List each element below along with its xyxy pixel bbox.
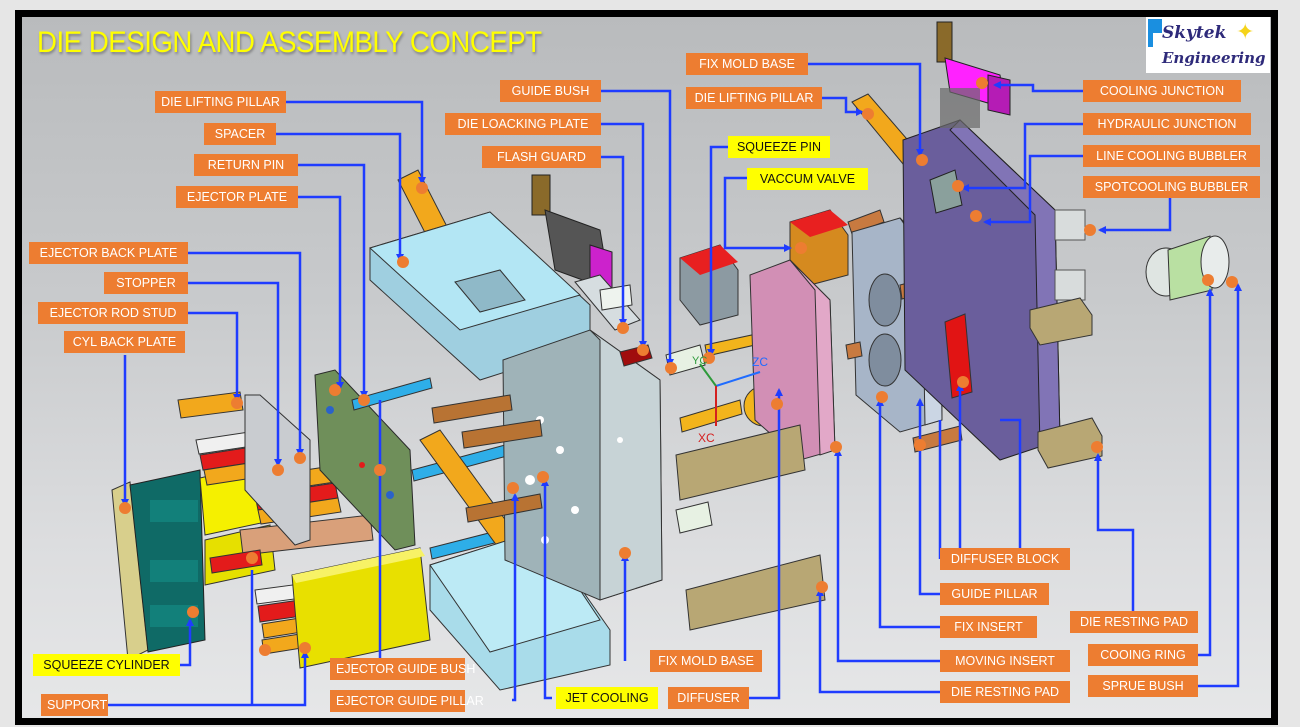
logo-mark-stem — [1148, 19, 1153, 47]
star-icon: ✦ — [1236, 19, 1255, 44]
label-die-loacking-plate: DIE LOACKING PLATE — [445, 113, 601, 135]
label-squeeze-pin: SQUEEZE PIN — [728, 136, 830, 158]
diffuser-block-part — [675, 424, 826, 631]
label-guide-pillar: GUIDE PILLAR — [940, 583, 1049, 605]
label-ejector-back-plate: EJECTOR BACK PLATE — [29, 242, 188, 264]
logo-line1: Skytek — [1162, 23, 1227, 43]
label-ejector-rod-stud: EJECTOR ROD STUD — [38, 302, 188, 324]
die-resting-pads-right — [1029, 297, 1103, 469]
axis-x-label: XC — [698, 431, 715, 445]
logo-line2: Engineering — [1162, 49, 1266, 67]
label-spotcooling-bubbler: SPOTCOOLING BUBBLER — [1083, 176, 1260, 198]
label-cooling-junction: COOLING JUNCTION — [1083, 80, 1241, 102]
label-sprue-bush: SPRUE BUSH — [1088, 675, 1198, 697]
label-die-resting-pad-right: DIE RESTING PAD — [1070, 611, 1198, 633]
skytek-logo: Skytek ✦ Engineering — [1146, 17, 1270, 73]
label-support: SUPPORT — [41, 694, 108, 716]
label-cyl-back-plate: CYL BACK PLATE — [64, 331, 185, 353]
sprue-bush-part — [1145, 235, 1230, 301]
ejector-plate-part — [314, 369, 416, 551]
label-flash-guard: FLASH GUARD — [482, 146, 601, 168]
label-spacer: SPACER — [204, 123, 276, 145]
label-fix-mold-base-top: FIX MOLD BASE — [686, 53, 808, 75]
callout-dots — [119, 77, 1238, 656]
label-stopper: STOPPER — [104, 272, 188, 294]
squeeze-cylinder-part — [129, 469, 206, 653]
cooling-junction-left-part — [531, 174, 613, 291]
label-cooing-ring: COOING RING — [1088, 644, 1198, 666]
axis-triad — [699, 363, 761, 426]
cooling-junction-part — [936, 21, 1011, 128]
label-ejector-plate: EJECTOR PLATE — [176, 186, 298, 208]
label-die-resting-pad-bottom: DIE RESTING PAD — [940, 681, 1070, 703]
label-diffuser-block: DIFFUSER BLOCK — [940, 548, 1070, 570]
diagram-canvas: XC YC ZC — [22, 17, 1271, 718]
label-hydraulic-junction: HYDRAULIC JUNCTION — [1083, 113, 1251, 135]
label-die-lifting-pillar-left: DIE LIFTING PILLAR — [155, 91, 286, 113]
label-fix-insert: FIX INSERT — [940, 616, 1037, 638]
axis-z-label: ZC — [752, 355, 768, 369]
spacer-part — [369, 211, 591, 381]
label-moving-insert: MOVING INSERT — [940, 650, 1070, 672]
label-fix-mold-base-bottom: FIX MOLD BASE — [650, 650, 762, 672]
label-die-lifting-pillar-right: DIE LIFTING PILLAR — [686, 87, 822, 109]
fix-mold-base-part — [502, 329, 663, 601]
label-squeeze-cylinder: SQUEEZE CYLINDER — [33, 654, 180, 676]
vaccum-valve-part — [679, 209, 885, 326]
fix-mold-base-right-part — [902, 119, 1061, 461]
jet-cooling-pins — [431, 394, 543, 523]
leader-lines — [108, 62, 1242, 707]
label-line-cooling-bubbler: LINE COOLING BUBBLER — [1083, 145, 1260, 167]
label-guide-bush: GUIDE BUSH — [500, 80, 601, 102]
assembly-illustration: XC YC ZC — [108, 21, 1242, 707]
support-block-part — [291, 547, 431, 669]
label-ejector-guide-bush: EJECTOR GUIDE BUSH — [330, 658, 475, 680]
label-vaccum-valve: VACCUM VALVE — [747, 168, 868, 190]
label-ejector-guide-pillar: EJECTOR GUIDE PILLAR — [330, 690, 484, 712]
bubblers-part — [1054, 209, 1086, 301]
label-return-pin: RETURN PIN — [194, 154, 298, 176]
label-jet-cooling: JET COOLING — [556, 687, 658, 709]
moving-insert-part — [749, 259, 836, 461]
label-diffuser: DIFFUSER — [668, 687, 749, 709]
axis-y-label: YC — [692, 355, 707, 367]
diagram-title: DIE DESIGN AND ASSEMBLY CONCEPT — [37, 26, 542, 59]
